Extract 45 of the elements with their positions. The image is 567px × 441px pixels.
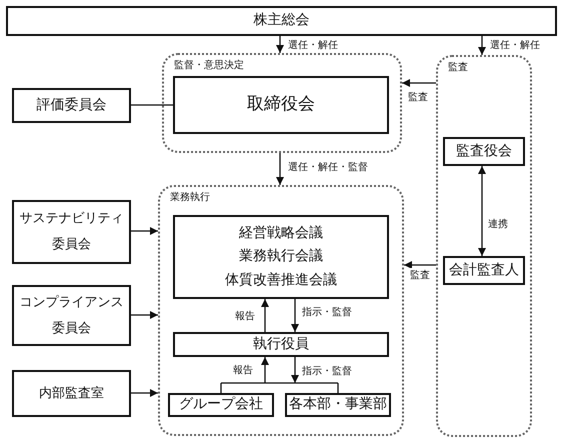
edge-label: 選任・解任・監督	[287, 160, 369, 174]
edge-label: 連携	[487, 217, 509, 231]
group-frame	[436, 55, 532, 437]
arrow	[261, 299, 269, 332]
process-box: サステナビリティ委員会	[12, 200, 131, 264]
process-box: 執行役員	[173, 332, 389, 357]
arrow	[478, 166, 486, 256]
meeting-name: 体質改善推進会議	[225, 272, 337, 290]
arrow	[131, 311, 158, 319]
connector-line	[131, 104, 173, 106]
process-box: グループ会社	[168, 393, 274, 417]
process-box: 内部監査室	[12, 370, 131, 417]
edge-label: 報告	[232, 363, 254, 377]
edge-label: 監査	[407, 90, 429, 104]
group-title: 監督・意思決定	[174, 58, 244, 72]
arrow	[291, 299, 299, 332]
arrow	[131, 389, 158, 397]
process-box: 株主総会	[6, 6, 557, 36]
group-frame	[162, 53, 402, 153]
process-box: 取締役会	[173, 76, 389, 134]
edge-label: 選任・解任	[287, 38, 339, 52]
group-title: 業務執行	[170, 190, 210, 204]
arrow	[131, 227, 158, 235]
arrow	[276, 36, 284, 53]
process-box	[173, 215, 389, 299]
process-box: 評価委員会	[12, 88, 131, 123]
edge-label: 監査	[409, 268, 431, 282]
process-box: 各本部・事業部	[285, 393, 391, 417]
arrow	[478, 36, 486, 55]
arrow	[404, 261, 436, 269]
group-title: 監査	[448, 60, 468, 74]
meeting-name: 経営戦略会議	[239, 224, 323, 242]
arrow	[276, 153, 284, 185]
edge-label: 報告	[234, 309, 256, 323]
process-box: コンプライアンス委員会	[12, 285, 131, 346]
process-box: 会計監査人	[443, 256, 525, 285]
edge-label: 指示・監督	[301, 364, 353, 378]
arrow	[402, 79, 436, 87]
arrow	[220, 356, 339, 394]
group-frame	[158, 185, 404, 436]
edge-label: 選任・解任	[489, 38, 541, 52]
arrow	[291, 357, 299, 383]
meeting-name: 業務執行会議	[239, 248, 323, 266]
edge-label: 指示・監督	[301, 305, 353, 319]
process-box: 監査役会	[443, 137, 525, 166]
